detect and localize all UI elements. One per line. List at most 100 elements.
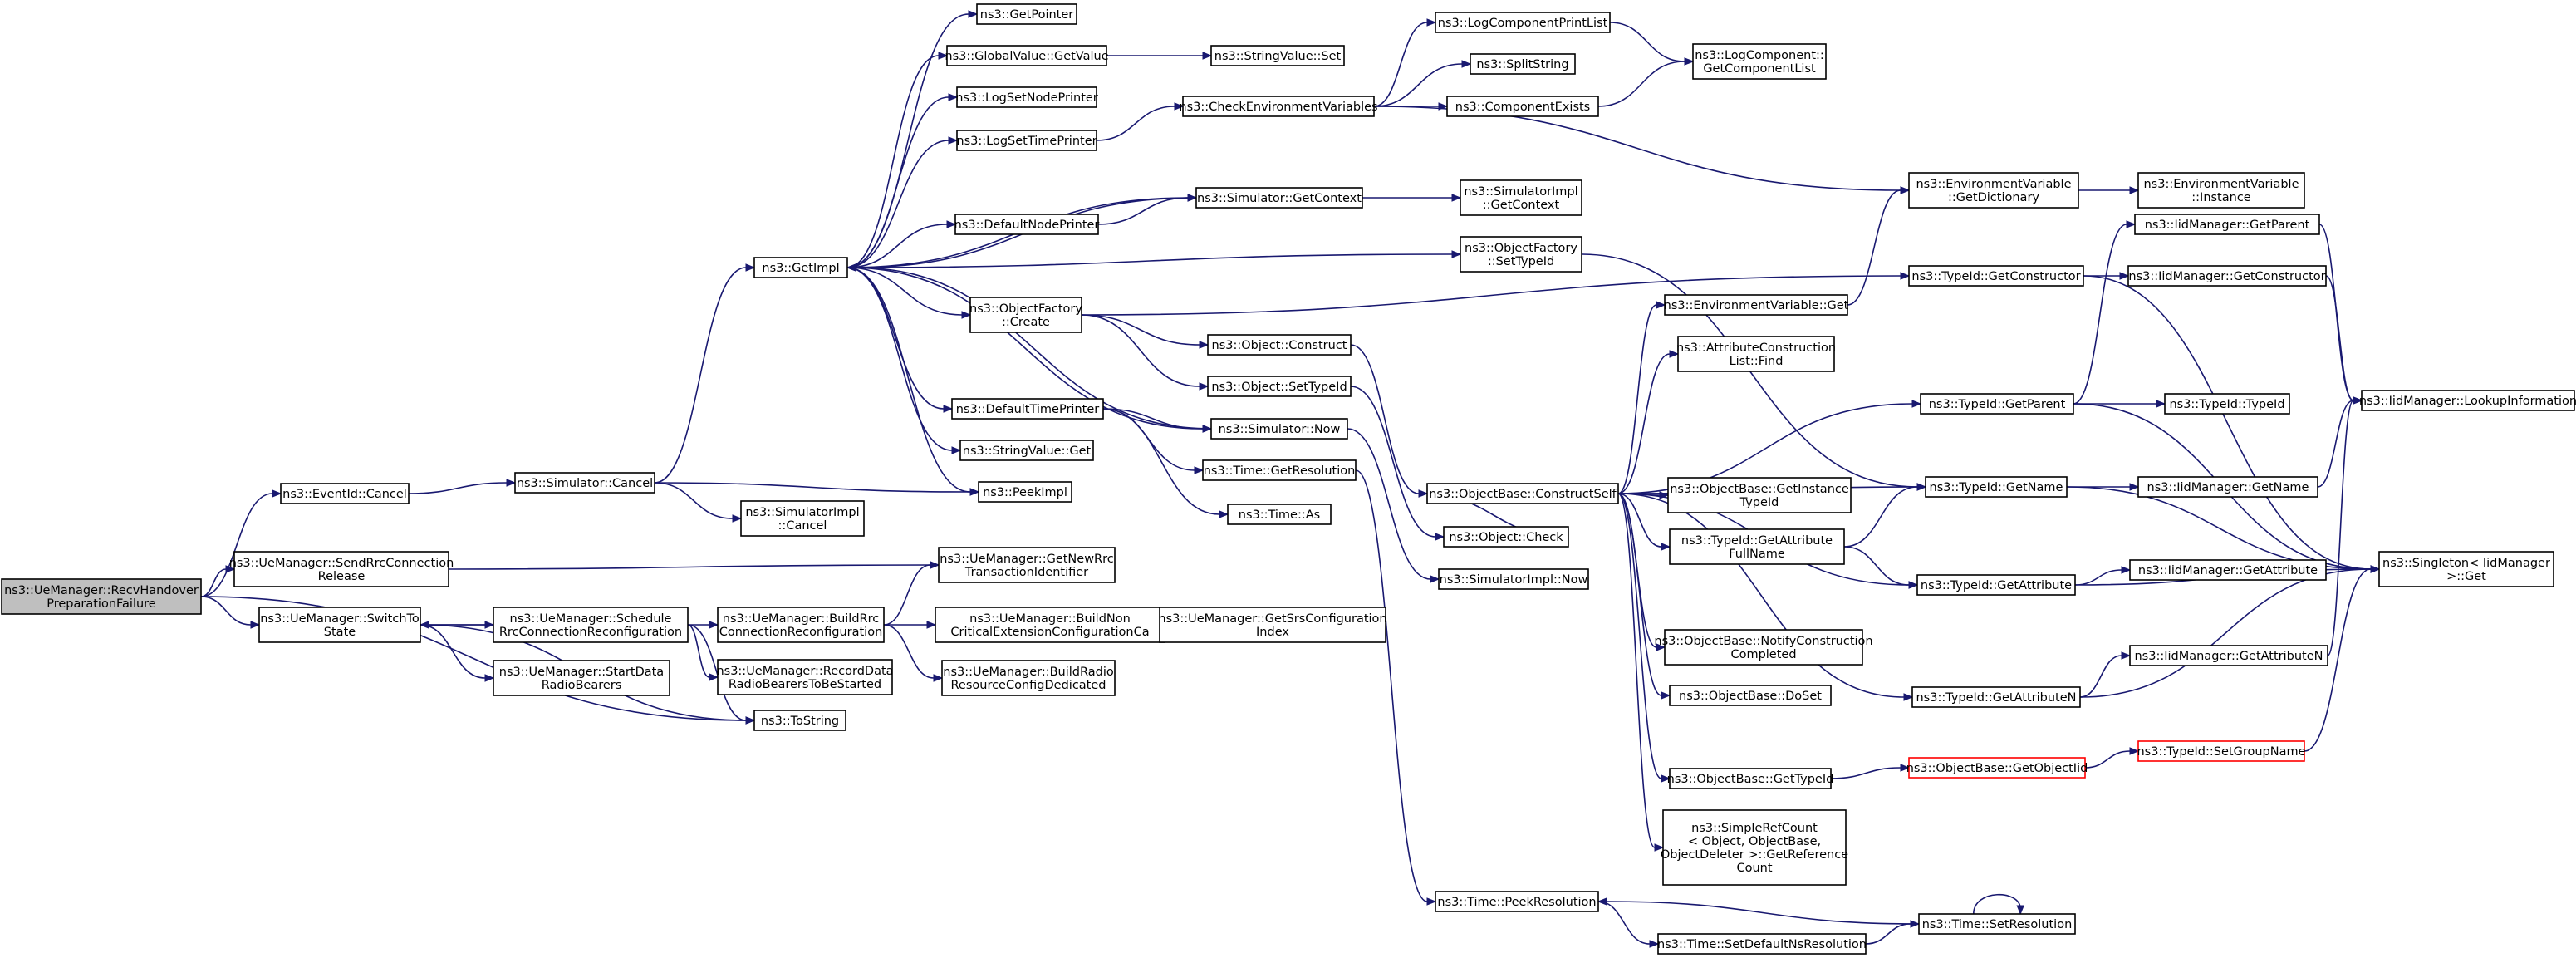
node-iidgetattrn[interactable]: ns3::IidManager::GetAttributeN	[2129, 645, 2328, 666]
node-logcompprint[interactable]: ns3::LogComponentPrintList	[1435, 12, 1611, 33]
node-svget[interactable]: ns3::StringValue::Get	[959, 440, 1094, 461]
node-timesetdefault[interactable]: ns3::Time::SetDefaultNsResolution	[1657, 933, 1867, 955]
node-simnow[interactable]: ns3::Simulator::Now	[1210, 418, 1348, 440]
node-simcancel[interactable]: ns3::Simulator::Cancel	[514, 472, 655, 494]
edge-recv-to-sendrrc	[200, 565, 236, 597]
node-ofsettypeid[interactable]: ns3::ObjectFactory::SetTypeId	[1460, 236, 1582, 273]
node-iidgetparent[interactable]: ns3::IidManager::GetParent	[2134, 214, 2320, 235]
node-simimplgetctx[interactable]: ns3::SimulatorImpl::GetContext	[1460, 179, 1582, 216]
node-getimpl[interactable]: ns3::GetImpl	[753, 257, 848, 278]
node-iidgetctor[interactable]: ns3::IidManager::GetConstructor	[2127, 265, 2327, 287]
node-logsetnode[interactable]: ns3::LogSetNodePrinter	[955, 86, 1098, 108]
node-tidsetgroup[interactable]: ns3::TypeId::SetGroupName	[2137, 740, 2306, 762]
node-tostring[interactable]: ns3::ToString	[753, 710, 846, 731]
edge-timesetres-to-timepeekres	[1597, 897, 1920, 925]
edge-arrowhead	[1900, 764, 1911, 772]
node-tidgetattrn[interactable]: ns3::TypeId::GetAttributeN	[1911, 686, 2081, 708]
node-logsettime[interactable]: ns3::LogSetTimePrinter	[956, 130, 1097, 151]
node-label: ns3::AttributeConstruction	[1676, 341, 1836, 355]
node-box	[493, 660, 670, 696]
edge-line	[200, 596, 252, 626]
node-envgetdict[interactable]: ns3::EnvironmentVariable::GetDictionary	[1908, 172, 2079, 209]
edge-simcancel-to-simimplcancel	[654, 482, 743, 523]
node-simgetctx[interactable]: ns3::Simulator::GetContext	[1195, 187, 1363, 209]
node-obdoset[interactable]: ns3::ObjectBase::DoSet	[1669, 685, 1832, 706]
node-deftimeprinter[interactable]: ns3::DefaultTimePrinter	[951, 398, 1104, 420]
edge-arrowhead	[930, 561, 940, 569]
node-obgettypeid[interactable]: ns3::ObjectBase::GetTypeId	[1667, 768, 1834, 789]
node-iidlookup[interactable]: ns3::IidManager::LookupInformation	[2359, 390, 2576, 411]
node-buildrrc[interactable]: ns3::UeManager::BuildRrcConnectionReconf…	[717, 607, 885, 643]
node-gvgetvalue[interactable]: ns3::GlobalValue::GetValue	[945, 45, 1109, 66]
node-timegetres[interactable]: ns3::Time::GetResolution	[1202, 459, 1357, 481]
node-obnotify[interactable]: ns3::ObjectBase::NotifyConstructionCompl…	[1654, 629, 1873, 666]
edge-line	[846, 96, 949, 268]
node-objsettypeid[interactable]: ns3::Object::SetTypeId	[1207, 376, 1352, 397]
node-compexists[interactable]: ns3::ComponentExists	[1446, 96, 1599, 117]
node-ofcreate[interactable]: ns3::ObjectFactory::Create	[969, 297, 1082, 333]
node-box	[2137, 172, 2305, 209]
node-label: ns3::EnvironmentVariable	[2143, 178, 2299, 191]
node-envget[interactable]: ns3::EnvironmentVariable::Get	[1664, 294, 1849, 316]
node-label: ns3::Time::GetResolution	[1204, 464, 1356, 478]
node-box	[1662, 809, 1847, 886]
node-timepeekres[interactable]: ns3::Time::PeekResolution	[1435, 891, 1599, 912]
node-singleton[interactable]: ns3::Singleton< IidManager>::Get	[2378, 551, 2554, 587]
node-getpointer[interactable]: ns3::GetPointer	[976, 3, 1077, 25]
node-recv[interactable]: ns3::UeManager::RecvHandoverPreparationF…	[1, 578, 202, 615]
node-simplerefcount[interactable]: ns3::SimpleRefCount< Object, ObjectBase,…	[1661, 809, 1848, 886]
node-iidgetname[interactable]: ns3::IidManager::GetName	[2137, 476, 2318, 498]
node-label: Release	[318, 570, 366, 583]
node-label: ns3::TypeId::GetAttribute	[1681, 534, 1833, 548]
node-buildradio[interactable]: ns3::UeManager::BuildRadioResourceConfig…	[941, 660, 1116, 696]
node-label: ns3::ObjectBase::ConstructSelf	[1429, 488, 1617, 501]
node-splitstring[interactable]: ns3::SplitString	[1470, 53, 1576, 75]
node-label: ns3::UeManager::StartData	[499, 666, 664, 679]
node-label: >::Get	[2446, 570, 2486, 583]
node-tidgetctor[interactable]: ns3::TypeId::GetConstructor	[1908, 265, 2084, 287]
node-obgetobjtid[interactable]: ns3::ObjectBase::GetObjectIid	[1906, 757, 2088, 779]
node-peekimpl[interactable]: ns3::PeekImpl	[978, 481, 1072, 503]
node-box	[1159, 607, 1386, 643]
node-timeas[interactable]: ns3::Time::As	[1227, 504, 1332, 525]
node-constructself[interactable]: ns3::ObjectBase::ConstructSelf	[1426, 483, 1619, 504]
edge-arrowhead	[1916, 483, 1927, 491]
edge-arrowhead	[732, 514, 743, 523]
node-schedule[interactable]: ns3::UeManager::ScheduleRrcConnectionRec…	[493, 607, 689, 643]
node-eventcancel[interactable]: ns3::EventId::Cancel	[280, 483, 410, 504]
node-iidgetattr[interactable]: ns3::IidManager::GetAttribute	[2129, 559, 2327, 581]
node-tidgetparent[interactable]: ns3::TypeId::GetParent	[1920, 393, 2074, 415]
node-box	[753, 710, 846, 731]
edge-iidgetparent-to-iidlookup	[2318, 224, 2363, 405]
node-tidgetattr[interactable]: ns3::TypeId::GetAttribute	[1916, 574, 2076, 596]
node-defnodeprinter[interactable]: ns3::DefaultNodePrinter	[954, 214, 1100, 235]
node-buildnon[interactable]: ns3::UeManager::BuildNonCriticalExtensio…	[935, 607, 1165, 643]
node-svset[interactable]: ns3::StringValue::Set	[1210, 45, 1345, 66]
edge-arrowhead	[961, 311, 972, 319]
node-tidgetname[interactable]: ns3::TypeId::GetName	[1925, 476, 2068, 498]
node-logcompgetlist[interactable]: ns3::LogComponent::GetComponentList	[1692, 43, 1827, 80]
node-objconstruct[interactable]: ns3::Object::Construct	[1207, 334, 1352, 356]
node-checkenv[interactable]: ns3::CheckEnvironmentVariables	[1179, 96, 1378, 117]
edge-simcancel-to-peekimpl	[654, 482, 980, 496]
node-label: < Object, ObjectBase,	[1688, 835, 1821, 848]
edge-line	[448, 564, 931, 570]
edge-arrowhead	[1194, 466, 1205, 474]
node-recorddata[interactable]: ns3::UeManager::RecordDataRadioBearersTo…	[716, 659, 894, 695]
node-objcheck[interactable]: ns3::Object::Check	[1443, 526, 1569, 548]
node-getnewrrc[interactable]: ns3::UeManager::GetNewRrcTransactionIden…	[938, 547, 1116, 583]
edge-logcompprint-to-logcompgetlist	[1609, 22, 1695, 66]
node-tidtypeid[interactable]: ns3::TypeId::TypeId	[2164, 393, 2290, 415]
node-label: ns3::StringValue::Get	[963, 445, 1092, 458]
node-simimplnow[interactable]: ns3::SimulatorImpl::Now	[1438, 568, 1589, 590]
node-timesetres[interactable]: ns3::Time::SetResolution	[1918, 913, 2076, 935]
node-simimplcancel[interactable]: ns3::SimulatorImpl::Cancel	[740, 500, 865, 537]
node-envinstance[interactable]: ns3::EnvironmentVariable::Instance	[2137, 172, 2305, 209]
